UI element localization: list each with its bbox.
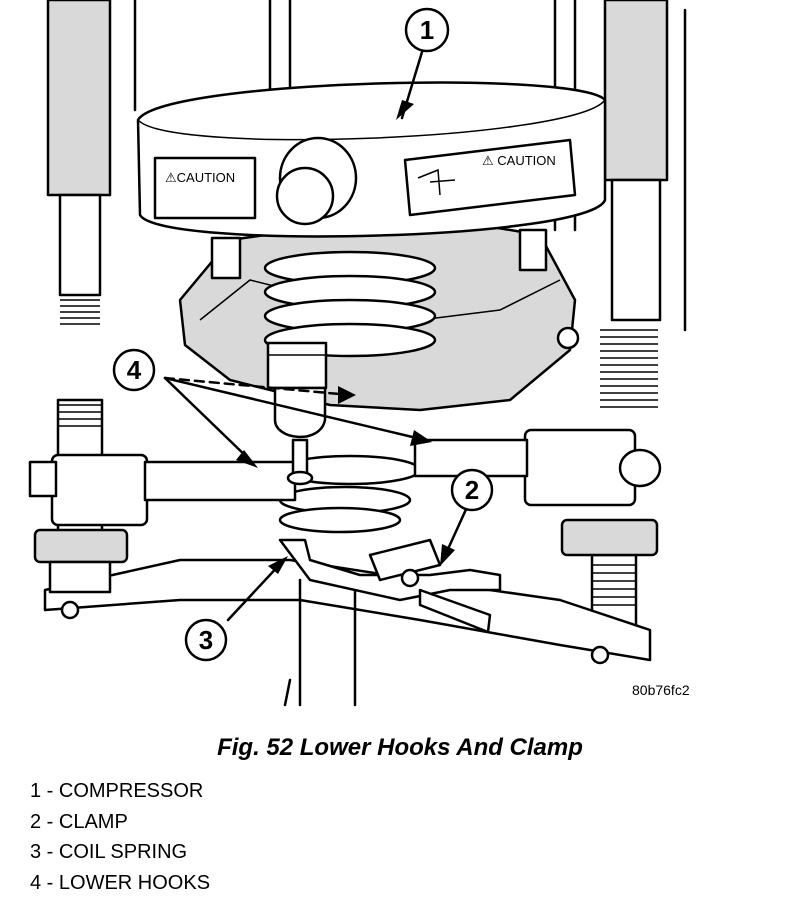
callout-2: 2 (450, 468, 494, 512)
caution-label-left: ⚠CAUTION (165, 170, 235, 185)
callout-3-number: 3 (199, 625, 213, 655)
compressor-top-ring: ⚠CAUTION ⚠ CAUTION (136, 81, 607, 280)
leader-arrows (163, 50, 470, 622)
coil-spring (263, 250, 437, 707)
figure-legend: 1 - COMPRESSOR 2 - CLAMP 3 - COIL SPRING… (30, 776, 210, 898)
callout-4-number: 4 (127, 355, 142, 385)
callout-1: 1 (404, 7, 450, 53)
figure-reference-code: 80b76fc2 (632, 682, 690, 698)
spring-compressor-illustration: ⚠CAUTION ⚠ CAUTION (28, 0, 687, 707)
callout-4: 4 (112, 348, 156, 392)
legend-item-lower-hooks: 4 - LOWER HOOKS (30, 871, 211, 894)
caution-label-right: ⚠ CAUTION (482, 153, 556, 168)
callout-2-number: 2 (465, 475, 479, 505)
figure-title: Fig. 52 Lower Hooks And Clamp (217, 734, 583, 761)
lower-platform (43, 558, 652, 665)
right-lower-beam (413, 428, 662, 557)
legend-item-clamp: 2 - CLAMP (30, 810, 128, 833)
callout-3: 3 (184, 618, 228, 662)
legend-item-coil-spring: 3 - COIL SPRING (30, 841, 188, 863)
lower-hook-assembly (266, 341, 328, 486)
legend-item-compressor: 1 - COMPRESSOR (30, 780, 204, 802)
callout-1-number: 1 (420, 15, 434, 45)
spring-clamp (278, 538, 502, 634)
left-lower-beam (28, 453, 297, 594)
